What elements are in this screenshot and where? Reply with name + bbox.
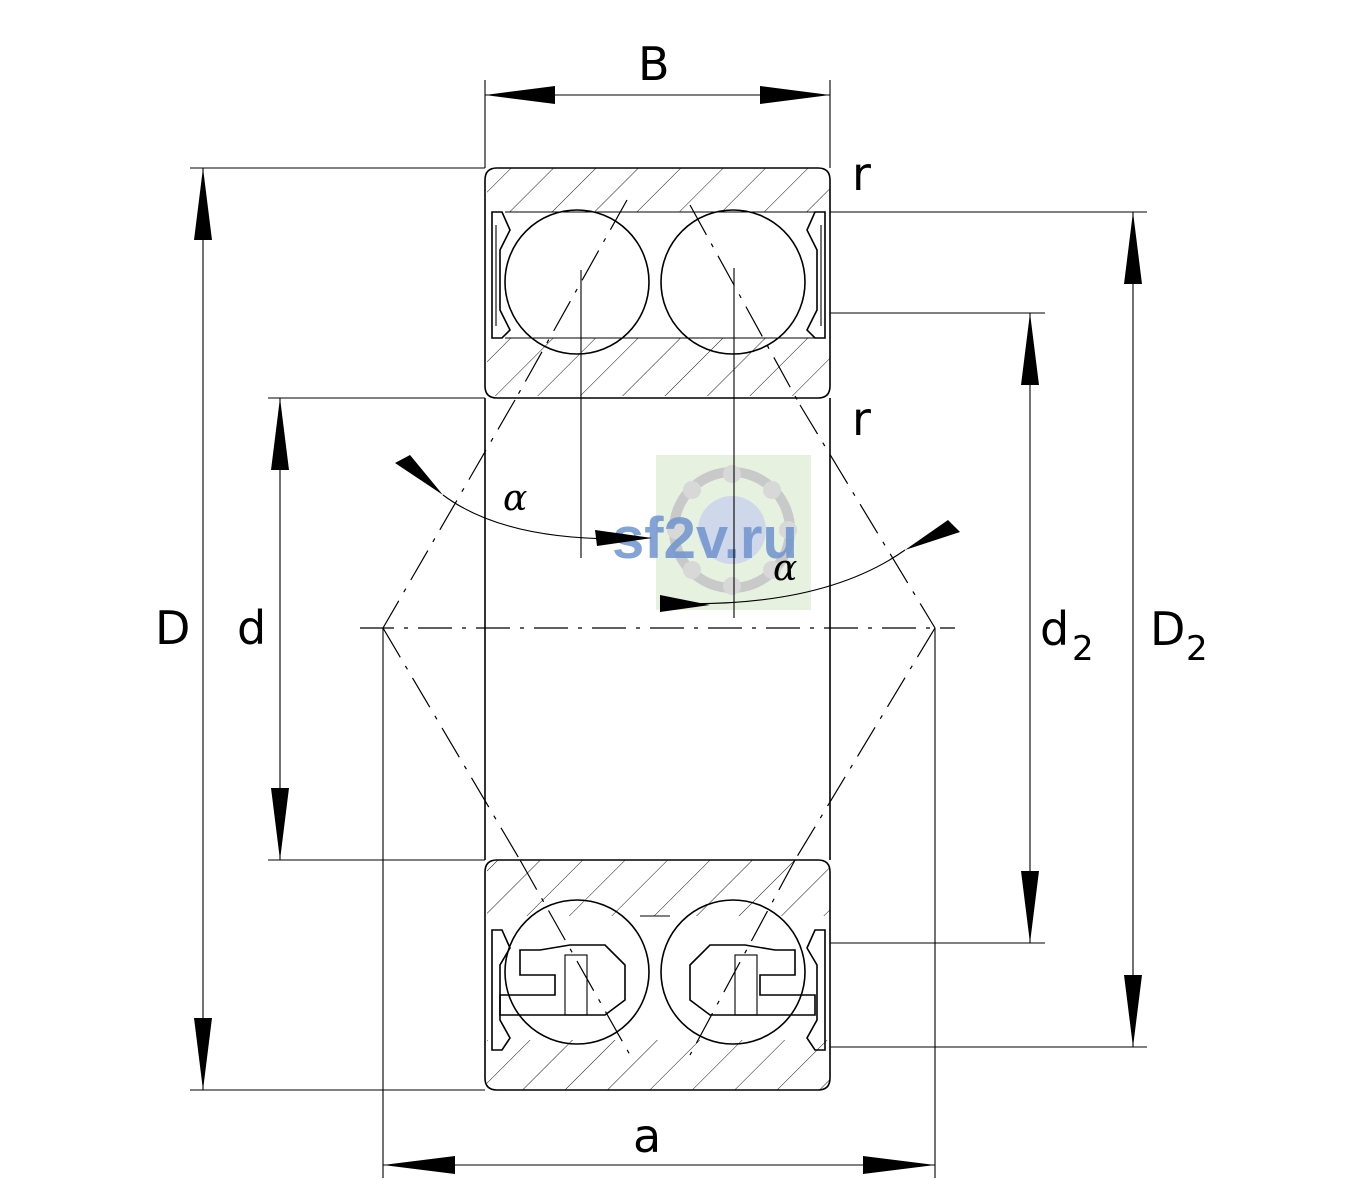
label-d-bore: d <box>237 601 266 655</box>
top-section <box>484 167 831 406</box>
label-r-top: r <box>852 147 871 201</box>
label-d2-outer-main: D <box>1150 602 1185 656</box>
label-d2-outer-sub: 2 <box>1186 629 1208 669</box>
label-alpha-right: α <box>773 548 797 589</box>
dimension-d-outer: D <box>155 167 485 1091</box>
label-d2-main: d <box>1040 602 1069 656</box>
bottom-section <box>484 859 831 1091</box>
label-d-outer: D <box>155 601 190 655</box>
label-alpha-left: α <box>503 478 527 519</box>
label-d2-sub: 2 <box>1072 629 1094 669</box>
label-r-mid: r <box>852 392 871 446</box>
label-b: B <box>638 37 670 91</box>
dimension-d2: d 2 <box>830 312 1094 944</box>
contact-angle: α α <box>395 268 960 618</box>
dimension-d2-outer: D 2 <box>830 211 1208 1048</box>
dimension-b: B <box>484 37 831 168</box>
label-a: a <box>633 1109 661 1163</box>
dimension-a: a <box>382 628 936 1178</box>
dimension-d-bore: d <box>237 397 485 861</box>
bore-outline <box>360 398 955 861</box>
